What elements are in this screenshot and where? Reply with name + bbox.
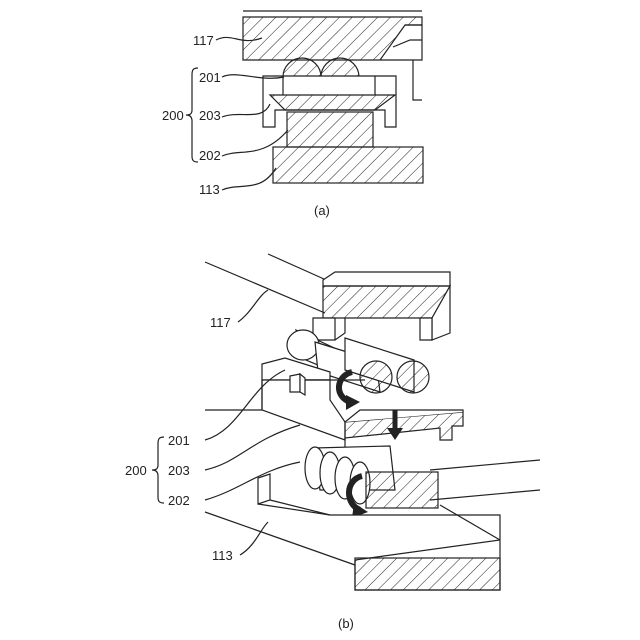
caption-b: (b) bbox=[338, 616, 354, 631]
label-b-113: 113 bbox=[212, 548, 233, 563]
part-117-top-block bbox=[243, 11, 422, 60]
label-a-203: 203 bbox=[199, 108, 221, 123]
part-202-block bbox=[287, 112, 373, 147]
label-b-203: 203 bbox=[168, 463, 190, 478]
part-202-block bbox=[366, 472, 438, 508]
caption-a: (a) bbox=[314, 203, 330, 218]
label-b-200: 200 bbox=[125, 463, 147, 478]
label-a-200: 200 bbox=[162, 108, 184, 123]
part-117-block bbox=[313, 272, 450, 340]
label-b-202: 202 bbox=[168, 493, 190, 508]
panel-b: 117 201 200 203 202 113 (b) bbox=[125, 254, 540, 631]
label-a-113: 113 bbox=[199, 182, 220, 197]
part-113-base bbox=[273, 147, 423, 183]
part-117-rail bbox=[205, 254, 325, 313]
label-a-202: 202 bbox=[199, 148, 221, 163]
label-b-117: 117 bbox=[210, 315, 231, 330]
label-b-201: 201 bbox=[168, 433, 190, 448]
label-a-201: 201 bbox=[199, 70, 221, 85]
panel-a: 117 201 200 203 202 113 (a) bbox=[162, 11, 423, 218]
label-a-117: 117 bbox=[193, 33, 214, 48]
